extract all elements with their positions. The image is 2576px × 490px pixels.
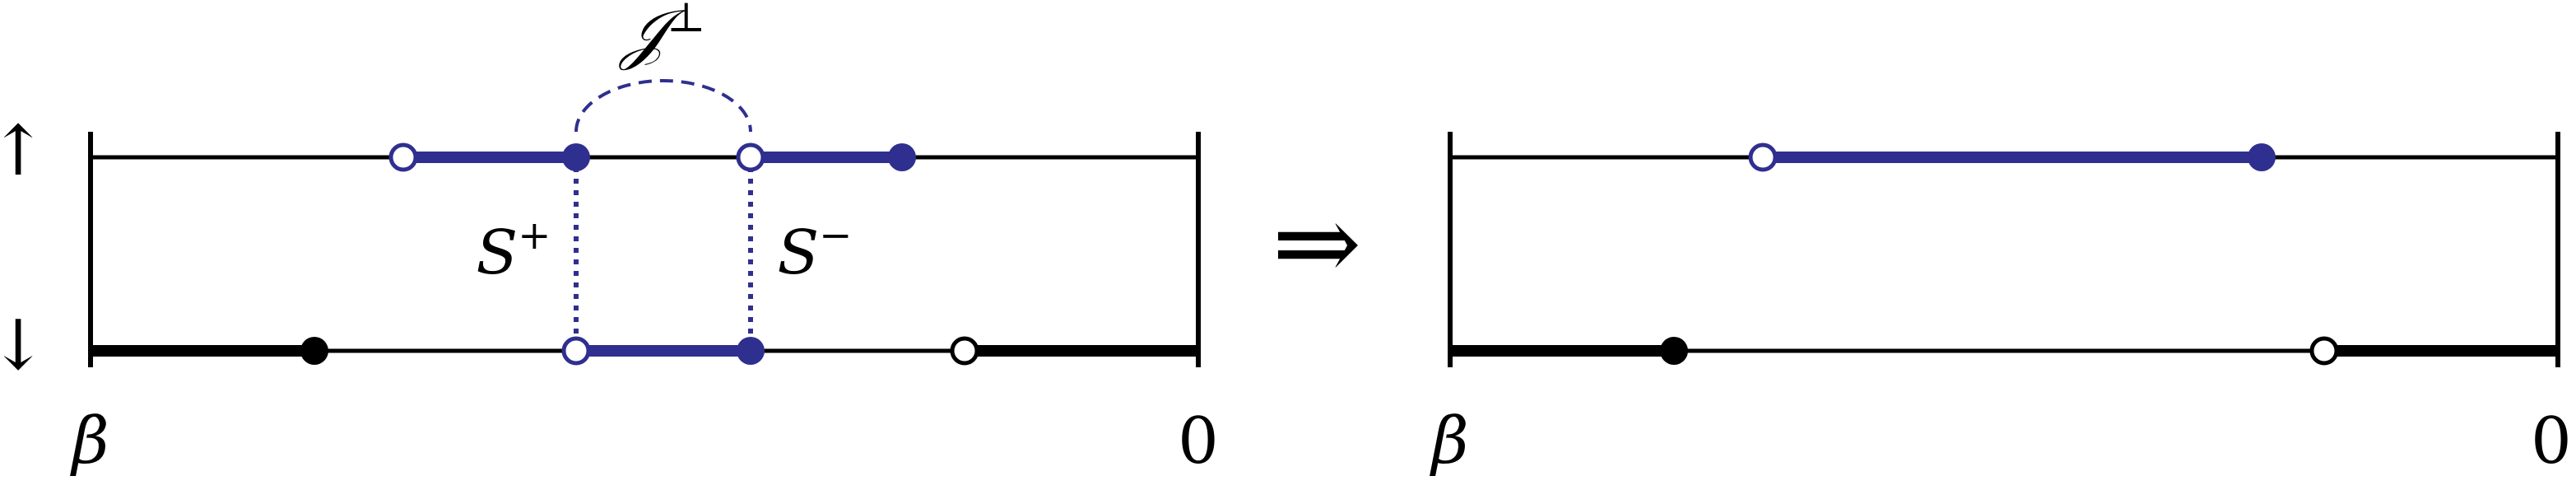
left-down-open-black-node: [950, 336, 979, 366]
spin-up-label: ↑: [0, 110, 47, 191]
left-up-open-node-2: [736, 142, 765, 172]
right-down-open-black-node: [2309, 336, 2339, 366]
right-down-filled-black-node: [1660, 337, 1688, 365]
right-zero-label: 0: [2531, 404, 2572, 478]
left-up-filled-node-1: [562, 143, 590, 171]
left-down-open-blue-node: [561, 336, 591, 366]
implies-arrow: ⇒: [1272, 180, 1362, 306]
j-perp-label: 𝒥⊥: [618, 0, 705, 72]
j-perp-superscript: ⊥: [667, 0, 705, 41]
left-down-filled-blue-node: [737, 337, 765, 365]
s-plus-superscript: +: [518, 212, 551, 259]
left-panel: ↑ ↓ β 0 𝒥⊥ S+ S−: [0, 0, 1219, 478]
s-minus-main: S: [778, 217, 820, 288]
left-zero-label: 0: [1178, 404, 1219, 478]
left-beta-label: β: [69, 404, 109, 478]
j-perp-dashed-arc: [574, 79, 752, 133]
s-minus-label: S−: [778, 212, 853, 288]
right-panel: β 0: [1429, 132, 2572, 478]
right-up-filled-node: [2248, 143, 2276, 171]
s-plus-label: S+: [477, 212, 551, 288]
left-down-filled-black-node: [300, 337, 328, 365]
right-beta-label: β: [1429, 404, 1468, 478]
right-up-open-node: [1748, 142, 1778, 172]
left-up-filled-node-2: [888, 143, 916, 171]
s-plus-main: S: [477, 217, 518, 288]
left-up-open-node-1: [388, 142, 418, 172]
spin-down-label: ↓: [0, 305, 47, 385]
s-minus-superscript: −: [819, 212, 852, 259]
